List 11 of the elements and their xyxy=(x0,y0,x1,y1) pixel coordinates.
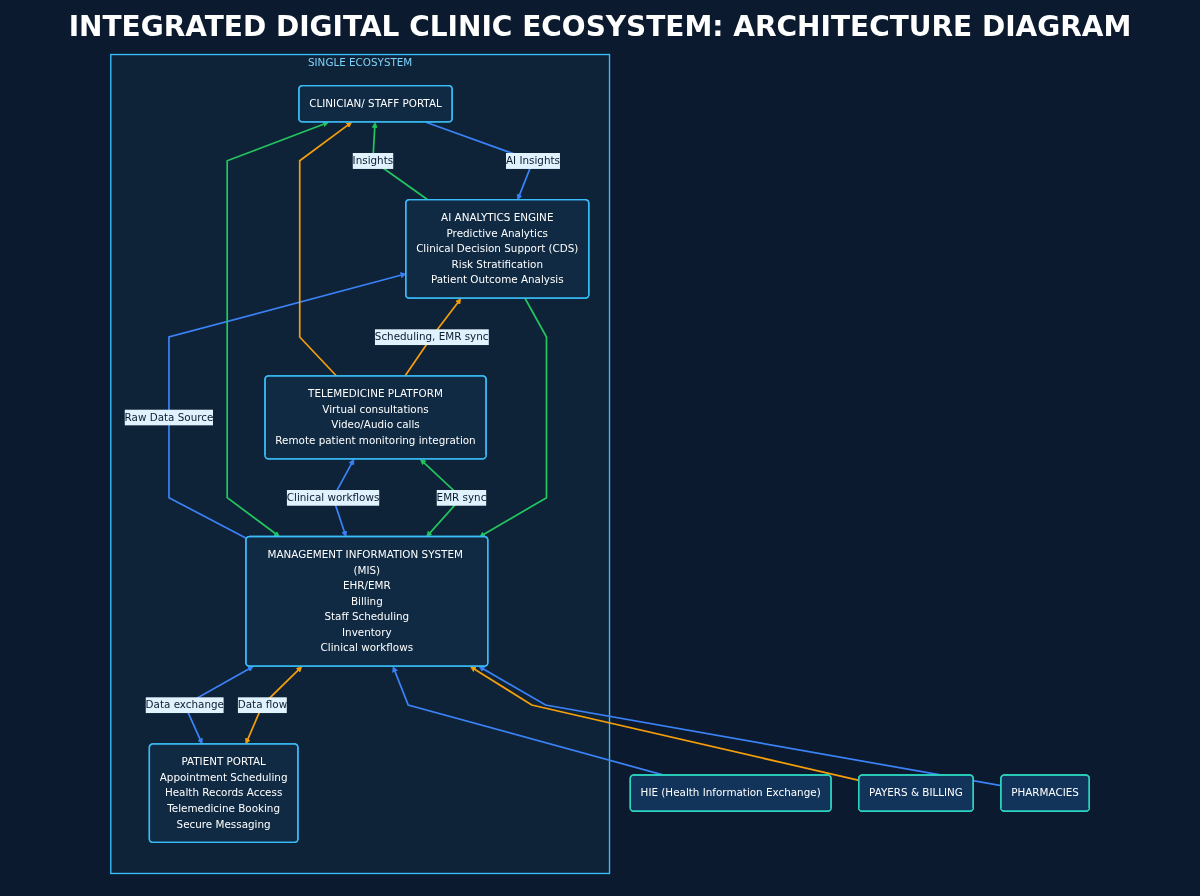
edge-label: EMR sync xyxy=(436,491,487,504)
arrow xyxy=(226,121,329,537)
diagram-title: INTEGRATED DIGITAL CLINIC ECOSYSTEM: ARCHITECTURE DIAGRAM xyxy=(67,9,1133,45)
edge-label: Raw Data Source xyxy=(124,410,214,424)
edge-label: Clinical workflows xyxy=(286,491,380,504)
arrow xyxy=(479,297,548,538)
edge-label: Scheduling, EMR sync xyxy=(374,330,489,344)
edge-label: Data flow xyxy=(237,698,288,712)
edge-label: Insights xyxy=(352,154,394,167)
edge-label: AI Insights xyxy=(506,154,560,167)
edge-label: Data exchange xyxy=(145,698,224,712)
